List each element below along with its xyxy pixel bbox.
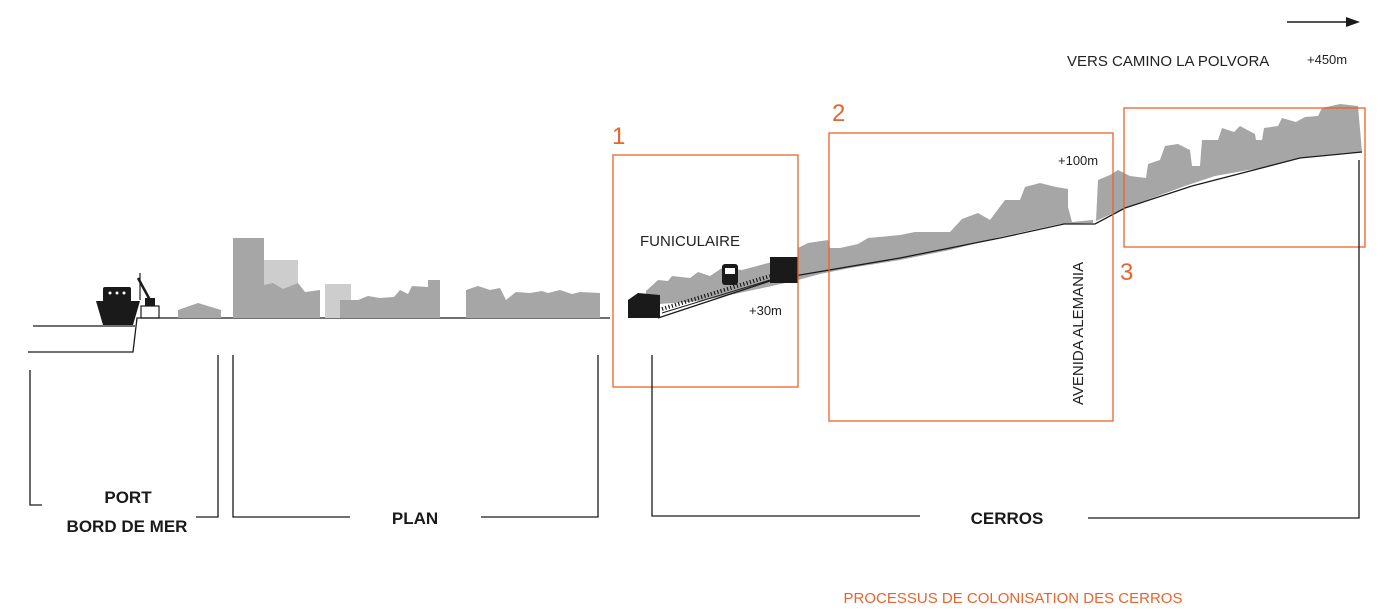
funicular-car-icon — [722, 264, 738, 285]
zone-brackets — [29, 160, 1360, 519]
altitude-funicular: +30m — [749, 303, 782, 318]
port-bracket-left — [29, 370, 42, 506]
cerros-bracket-right — [1088, 160, 1360, 519]
plan-bracket-right — [481, 355, 599, 518]
zone-port-line2: BORD DE MER — [67, 517, 188, 536]
direction-indicator: VERS CAMINO LA POLVORA +450m — [1067, 17, 1360, 70]
zone-port-line1: PORT — [104, 488, 152, 507]
funicular — [628, 257, 798, 318]
avenue-label: AVENIDA ALEMANIA — [1070, 262, 1087, 405]
focus-number-2: 2 — [832, 100, 845, 127]
zone-cerros: CERROS — [971, 509, 1044, 528]
plain-buildings — [178, 238, 600, 318]
funicular-label: FUNICULAIRE — [640, 233, 740, 250]
direction-altitude: +450m — [1307, 52, 1347, 67]
arrow-head-icon — [1346, 17, 1360, 27]
ship-icon — [96, 287, 140, 325]
cerros-bracket-left — [651, 355, 920, 517]
altitude-avenida: +100m — [1058, 153, 1098, 168]
hill-slope — [657, 151, 1363, 319]
plan-bracket-left — [232, 355, 350, 518]
focus-number-1: 1 — [612, 123, 625, 150]
hill-buildings — [646, 104, 1363, 319]
focus-box-1: 1 — [612, 123, 799, 388]
funicular-station-icon — [628, 293, 660, 318]
diagram-caption: PROCESSUS DE COLONISATION DES CERROS — [844, 590, 1183, 607]
focus-box-3: 3 — [1120, 107, 1366, 286]
crane-icon — [136, 273, 160, 319]
focus-number-3: 3 — [1120, 259, 1133, 286]
funicular-station-icon — [770, 257, 798, 283]
zone-plan: PLAN — [392, 509, 438, 528]
direction-label: VERS CAMINO LA POLVORA — [1067, 53, 1269, 70]
port-bracket-right — [196, 355, 219, 518]
focus-box-2: 2 — [828, 100, 1114, 422]
